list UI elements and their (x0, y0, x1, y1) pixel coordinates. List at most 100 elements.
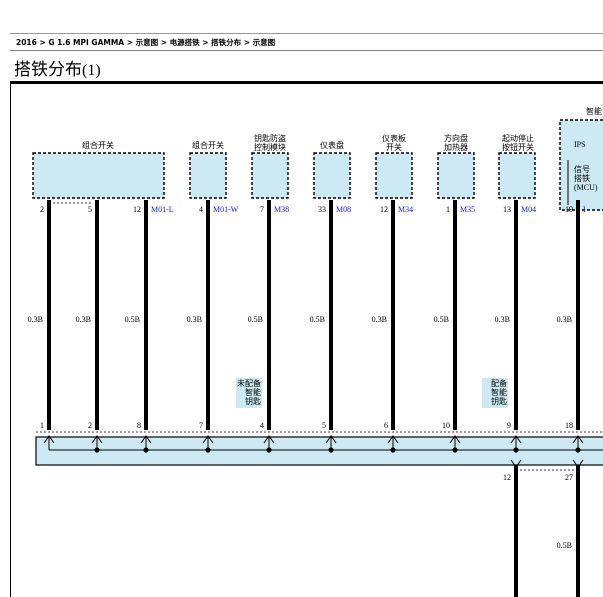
lower-terminal-arrow (510, 459, 522, 468)
left-border (10, 81, 11, 597)
connector-label: M01-W (213, 205, 239, 214)
lower-pin-number: 12 (503, 473, 511, 482)
bottom-pin-number: 2 (88, 421, 92, 430)
bottom-pin-number: 9 (507, 421, 511, 430)
page-title-main: 搭铁分布 (14, 60, 82, 80)
component-inner-label: 信号 (574, 164, 590, 174)
wire-7: 12 M34 0.3B 6 (372, 200, 413, 453)
component-box (498, 152, 536, 199)
wire-gauge: 0.3B (495, 315, 510, 324)
wire-1: 2 0.3B 1 (28, 200, 55, 450)
note-line: 钥匙 (245, 396, 261, 406)
page-title-sub: (1) (82, 62, 101, 79)
top-pin-number: 12 (380, 205, 388, 214)
component-box (375, 152, 413, 199)
wire-gauge: 0.5B (125, 315, 140, 324)
top-rule (10, 33, 603, 34)
bottom-pin-number: 4 (260, 421, 264, 430)
bottom-pin-number: 1 (40, 421, 44, 430)
bottom-pin-number: 18 (565, 421, 573, 430)
component-label: 仪表板 (382, 133, 406, 143)
component-inner-label: IPS (574, 140, 586, 149)
note-line: 未配备 (237, 378, 261, 388)
page-title: 搭铁分布(1) (14, 55, 101, 80)
note-bg (236, 378, 262, 408)
component-box (32, 152, 165, 199)
component-box (189, 152, 227, 199)
wire-gauge: 0.3B (372, 315, 387, 324)
component-label: 方向盘 (444, 133, 468, 143)
top-pin-number: 4 (199, 205, 203, 214)
lower-pin-number: 27 (565, 473, 573, 482)
bus-connector (35, 436, 603, 466)
top-pin-number: 1 (446, 205, 450, 214)
wire-3: 12 M01-L 0.5B 8 (125, 200, 174, 453)
wire-gauge: 0.3B (557, 315, 572, 324)
component-label: 按钮开关 (502, 142, 534, 152)
bottom-pin-number: 8 (137, 421, 141, 430)
wire-9: 13 M04 0.3B 9 (495, 200, 536, 453)
bottom-pin-number: 7 (199, 421, 203, 430)
component-box (251, 152, 289, 199)
top-pin-number: 13 (503, 205, 511, 214)
component-label: 控制模块 (254, 142, 286, 152)
component-label: 开关 (386, 142, 402, 152)
connector-label: M04 (521, 205, 536, 214)
component-label: 智能 (586, 106, 602, 116)
top-pin-number: 5 (88, 205, 92, 214)
bottom-pin-number: 10 (442, 421, 450, 430)
title-rule (10, 50, 603, 51)
component-label: 组合开关 (82, 140, 114, 150)
component-cluster: 仪表盘 (313, 140, 351, 199)
wire-10: 19 I 0.3B 18 (557, 200, 586, 453)
wire-gauge: 0.5B (310, 315, 325, 324)
component-box (313, 152, 351, 199)
lower-wire-gauge: 0.5B (557, 541, 572, 550)
component-combo-switch-2: 组合开关 (189, 140, 227, 199)
connector-label: M38 (274, 205, 289, 214)
component-inner-label: 搭铁 (574, 173, 590, 183)
note-line: 配备 (491, 378, 507, 388)
connector-label: I (583, 205, 586, 214)
wire-gauge: 0.5B (434, 315, 449, 324)
bottom-pin-number: 5 (322, 421, 326, 430)
top-pin-number: 19 (565, 205, 573, 214)
wire-5: 7 M38 0.5B 4 (248, 200, 289, 453)
title-bar (10, 81, 603, 84)
wire-6: 33 M08 0.5B 5 (310, 200, 351, 453)
component-label: 钥匙防盗 (254, 133, 286, 143)
connector-label: M01-L (151, 205, 174, 214)
wire-gauge: 0.5B (248, 315, 263, 324)
top-pin-number: 12 (133, 205, 141, 214)
wire-2: 5 0.3B 2 (76, 200, 103, 453)
wire-gauge: 0.3B (28, 315, 43, 324)
component-inner-label: (MCU) (574, 183, 598, 192)
top-pin-number: 7 (260, 205, 264, 214)
top-pin-number: 2 (40, 205, 44, 214)
note-line: 智能 (245, 387, 261, 397)
bottom-pin-number: 6 (384, 421, 388, 430)
top-pin-number: 33 (318, 205, 326, 214)
component-label: 加热器 (444, 142, 468, 152)
wire-8: 1 M35 0.5B 10 (434, 200, 475, 453)
breadcrumb[interactable]: 2016 > G 1.6 MPI GAMMA > 示意图 > 电源搭铁 > 搭铁… (16, 38, 276, 47)
component-box (437, 152, 475, 199)
component-label: 仪表盘 (320, 140, 344, 150)
connector-label: M34 (398, 205, 413, 214)
component-combo-switch-1: 组合开关 (32, 140, 165, 199)
wire-gauge: 0.3B (76, 315, 91, 324)
lower-terminal-arrow (572, 459, 584, 468)
connector-label: M08 (336, 205, 351, 214)
connector-label: M35 (460, 205, 475, 214)
note-bg (482, 378, 508, 408)
component-label: 组合开关 (192, 140, 224, 150)
